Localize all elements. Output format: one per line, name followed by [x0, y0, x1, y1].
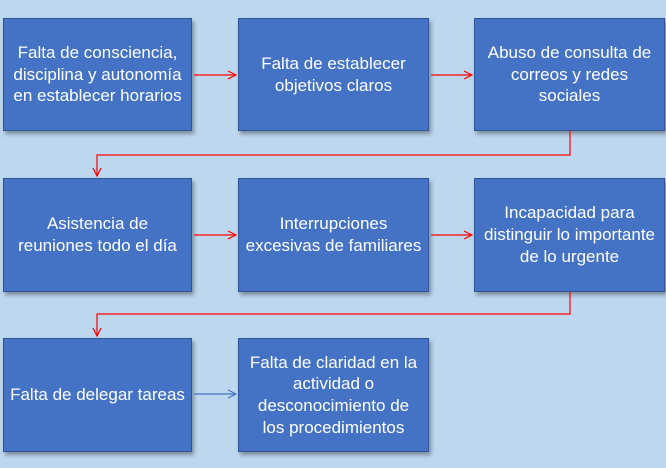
- cause-box-label: Asistencia de reuniones todo el día: [18, 214, 177, 255]
- cause-box-consciencia-disciplina: Falta de consciencia, disciplina y auton…: [3, 18, 192, 131]
- cause-box-interrupciones: Interrupciones excesivas de familiares: [238, 178, 429, 292]
- cause-box-reuniones: Asistencia de reuniones todo el día: [3, 178, 192, 292]
- cause-box-correos-redes: Abuso de consulta de correos y redes soc…: [474, 18, 665, 131]
- cause-box-label: Incapacidad para distinguir lo important…: [483, 203, 656, 266]
- cause-box-claridad-procedimientos: Falta de claridad en la actividad o desc…: [238, 338, 429, 452]
- cause-box-label: Abuso de consulta de correos y redes soc…: [487, 42, 652, 106]
- arrow-b3-to-b4: [97, 131, 571, 176]
- cause-box-delegar: Falta de delegar tareas: [3, 338, 192, 452]
- cause-box-label: Falta de establecer objetivos claros: [261, 53, 406, 95]
- cause-box-label: Falta de claridad en la actividad o desc…: [249, 352, 418, 437]
- cause-box-label: Falta de consciencia, disciplina y auton…: [13, 42, 182, 106]
- cause-box-importante-urgente: Incapacidad para distinguir lo important…: [474, 178, 665, 292]
- arrow-b6-to-b7: [97, 292, 571, 336]
- cause-box-objetivos-claros: Falta de establecer objetivos claros: [238, 18, 429, 131]
- cause-box-label: Falta de delegar tareas: [10, 385, 185, 405]
- cause-box-label: Interrupciones excesivas de familiares: [245, 214, 422, 255]
